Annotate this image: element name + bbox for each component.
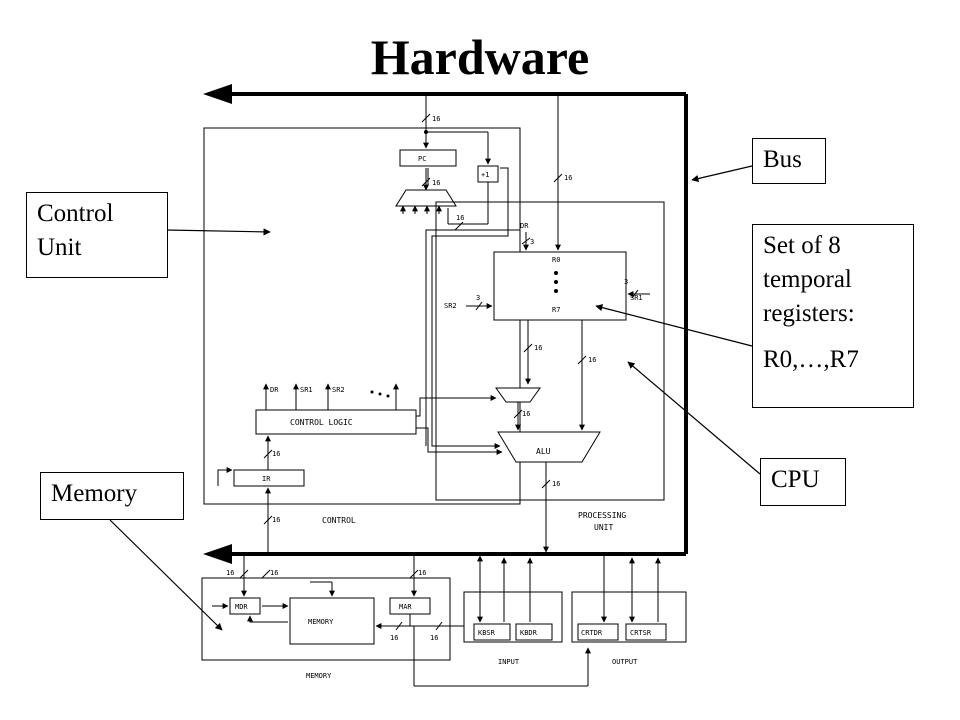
memory-block: MEMORY MDR MEMORY MAR 16 16 16 16 16 xyxy=(201,556,591,687)
svg-text:MAR: MAR xyxy=(399,603,412,611)
svg-text:16: 16 xyxy=(270,569,278,577)
memory-pointer xyxy=(109,519,223,631)
svg-text:CRTDR: CRTDR xyxy=(581,629,603,637)
svg-text:SR2: SR2 xyxy=(332,386,345,394)
output-block: OUTPUT CRTDR CRTSR xyxy=(571,556,687,666)
svg-text:PROCESSING: PROCESSING xyxy=(578,511,626,520)
svg-text:OUTPUT: OUTPUT xyxy=(612,658,638,666)
svg-text:3: 3 xyxy=(476,294,480,302)
system-bus xyxy=(203,84,688,564)
control-unit-block: CONTROL 16 PC +1 16 16 CONTROL LO xyxy=(203,96,521,552)
svg-text:16: 16 xyxy=(564,174,572,182)
crtsr-register xyxy=(625,623,667,641)
registers-callout: Set of 8 temporal registers: R0,…,R7 xyxy=(752,224,914,408)
svg-text:3: 3 xyxy=(530,238,534,246)
ir-register xyxy=(233,469,305,487)
page-title: Hardware xyxy=(370,29,590,85)
svg-text:INPUT: INPUT xyxy=(498,658,520,666)
control-unit-pointer xyxy=(165,228,271,236)
kbsr-register xyxy=(473,623,511,641)
svg-text:16: 16 xyxy=(390,634,398,642)
svg-text:KBDR: KBDR xyxy=(520,629,538,637)
svg-text:16: 16 xyxy=(272,516,280,524)
cpu-pointer xyxy=(627,361,761,475)
svg-text:PC: PC xyxy=(418,155,426,163)
control-label: CONTROL xyxy=(322,516,356,525)
svg-text:16: 16 xyxy=(226,569,234,577)
svg-text:R7: R7 xyxy=(552,306,560,314)
svg-text:UNIT: UNIT xyxy=(594,523,613,532)
bus-pointer xyxy=(691,165,753,183)
svg-text:16: 16 xyxy=(432,115,440,123)
control-unit-callout: Control Unit xyxy=(26,192,168,278)
svg-text:16: 16 xyxy=(534,344,542,352)
svg-text:DR: DR xyxy=(520,222,529,230)
input-block: INPUT KBSR KBDR xyxy=(463,555,563,666)
svg-text:16: 16 xyxy=(588,356,596,364)
svg-text:+1: +1 xyxy=(481,171,489,179)
svg-text:16: 16 xyxy=(456,214,464,222)
bus-callout: Bus xyxy=(752,138,826,184)
pc-mux xyxy=(395,189,457,207)
svg-text:16: 16 xyxy=(522,410,530,418)
processing-unit-block: PROCESSING UNIT 16 R0 R7 DR 3 SR2 3 SR1 … xyxy=(435,96,665,553)
svg-text:DR: DR xyxy=(270,386,279,394)
bus-arrowhead-bottom xyxy=(203,544,232,564)
svg-text:KBSR: KBSR xyxy=(478,629,496,637)
svg-text:SR1: SR1 xyxy=(300,386,313,394)
svg-text:3: 3 xyxy=(624,278,628,286)
registers-pointer xyxy=(595,304,753,347)
alu-input-mux xyxy=(495,387,541,403)
control-logic-box xyxy=(255,409,417,435)
memory-callout: Memory xyxy=(40,472,184,520)
svg-text:ALU: ALU xyxy=(536,447,551,456)
bus-arrowhead-top xyxy=(203,84,232,104)
svg-text:SR1: SR1 xyxy=(630,294,643,302)
svg-text:16: 16 xyxy=(272,450,280,458)
mdr-register xyxy=(229,597,261,615)
alu xyxy=(497,431,601,463)
svg-text:MEMORY: MEMORY xyxy=(308,618,334,626)
cpu-callout: CPU xyxy=(760,458,846,506)
svg-text:MDR: MDR xyxy=(235,603,248,611)
svg-text:CONTROL LOGIC: CONTROL LOGIC xyxy=(290,418,353,427)
svg-text:R0: R0 xyxy=(552,256,560,264)
svg-text:16: 16 xyxy=(432,179,440,187)
svg-text:MEMORY: MEMORY xyxy=(306,672,332,680)
memory-array xyxy=(289,597,375,645)
pc-register xyxy=(399,149,457,167)
svg-text:16: 16 xyxy=(418,569,426,577)
svg-text:16: 16 xyxy=(430,634,438,642)
crtdr-register xyxy=(577,623,619,641)
svg-text:CRTSR: CRTSR xyxy=(630,629,652,637)
svg-text:SR2: SR2 xyxy=(444,302,457,310)
svg-text:IR: IR xyxy=(262,475,271,483)
svg-text:16: 16 xyxy=(552,480,560,488)
kbdr-register xyxy=(515,623,553,641)
